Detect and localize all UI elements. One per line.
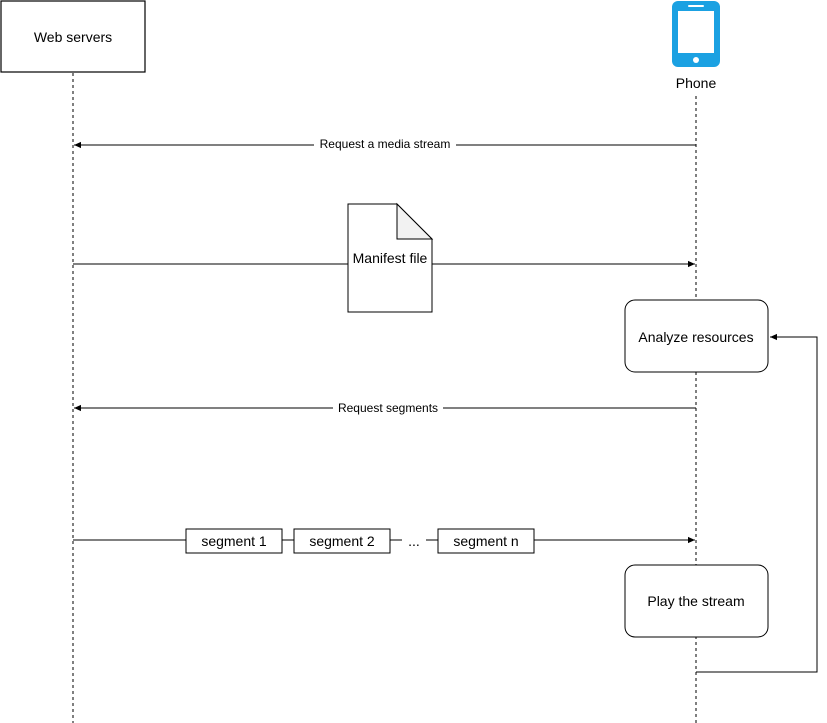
request-segments-label: Request segments bbox=[338, 401, 438, 415]
play-stream-box[interactable] bbox=[624, 564, 769, 638]
analyze-resources-label: Analyze resources bbox=[638, 329, 753, 345]
segment-2-box[interactable] bbox=[293, 528, 391, 554]
request-stream-label: Request a media stream bbox=[320, 137, 451, 151]
segment-1-box[interactable] bbox=[185, 528, 283, 554]
analyze-resources-box[interactable] bbox=[624, 299, 769, 373]
segment-n-label: segment n bbox=[453, 533, 518, 549]
manifest-file-document[interactable] bbox=[347, 202, 434, 313]
segment-2-label: segment 2 bbox=[309, 533, 375, 549]
segment-ellipsis: ... bbox=[408, 533, 420, 549]
segment-n-box[interactable] bbox=[437, 528, 535, 554]
web-servers-label: Web servers bbox=[34, 29, 112, 45]
manifest-file-label: Manifest file bbox=[353, 250, 428, 266]
phone-label: Phone bbox=[676, 75, 717, 91]
loop-back-arrow bbox=[696, 333, 818, 673]
phone-icon bbox=[672, 1, 720, 67]
web-servers-box[interactable] bbox=[0, 0, 146, 73]
play-stream-label: Play the stream bbox=[647, 593, 744, 609]
segment-1-label: segment 1 bbox=[201, 533, 267, 549]
